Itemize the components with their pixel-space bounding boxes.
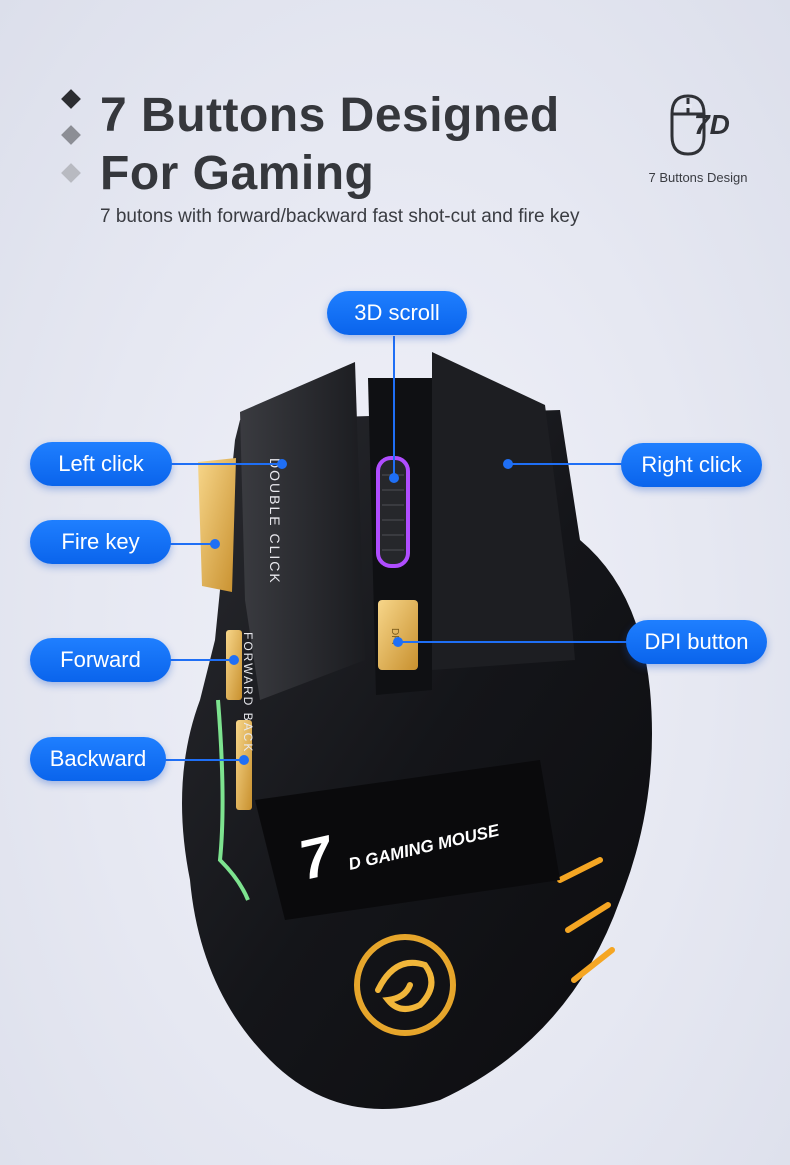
double-click-print: DOUBLE CLICK [267,458,283,585]
dragon-logo-icon [354,934,456,1036]
callout-right-click: Right click [621,443,762,487]
backward-key [236,720,252,810]
mouse-7d-icon: 7D [670,94,730,156]
badge-label: 7 Buttons Design [648,170,748,185]
right-click-button [432,352,575,670]
callout-forward: Forward [30,638,171,682]
left-click-button [240,362,365,700]
palm-display-band [255,760,560,920]
callout-3d-scroll: 3D scroll [327,291,467,335]
badge-7d-text: 7D [694,109,730,140]
dpi-key-label: DPI [389,628,400,645]
forward-back-print: FORWARD BACK [241,632,255,753]
callout-fire-key: Fire key [30,520,171,564]
forward-key [226,630,242,700]
fire-key [198,458,236,592]
headline-line-2: For Gaming [100,147,375,200]
callout-backward: Backward [30,737,166,781]
headline-line-1: 7 Buttons Designed [100,89,560,142]
subtitle: 7 butons with forward/backward fast shot… [100,206,580,227]
dpi-key [378,600,418,670]
callout-left-click: Left click [30,442,172,486]
callout-dpi-button: DPI button [626,620,767,664]
